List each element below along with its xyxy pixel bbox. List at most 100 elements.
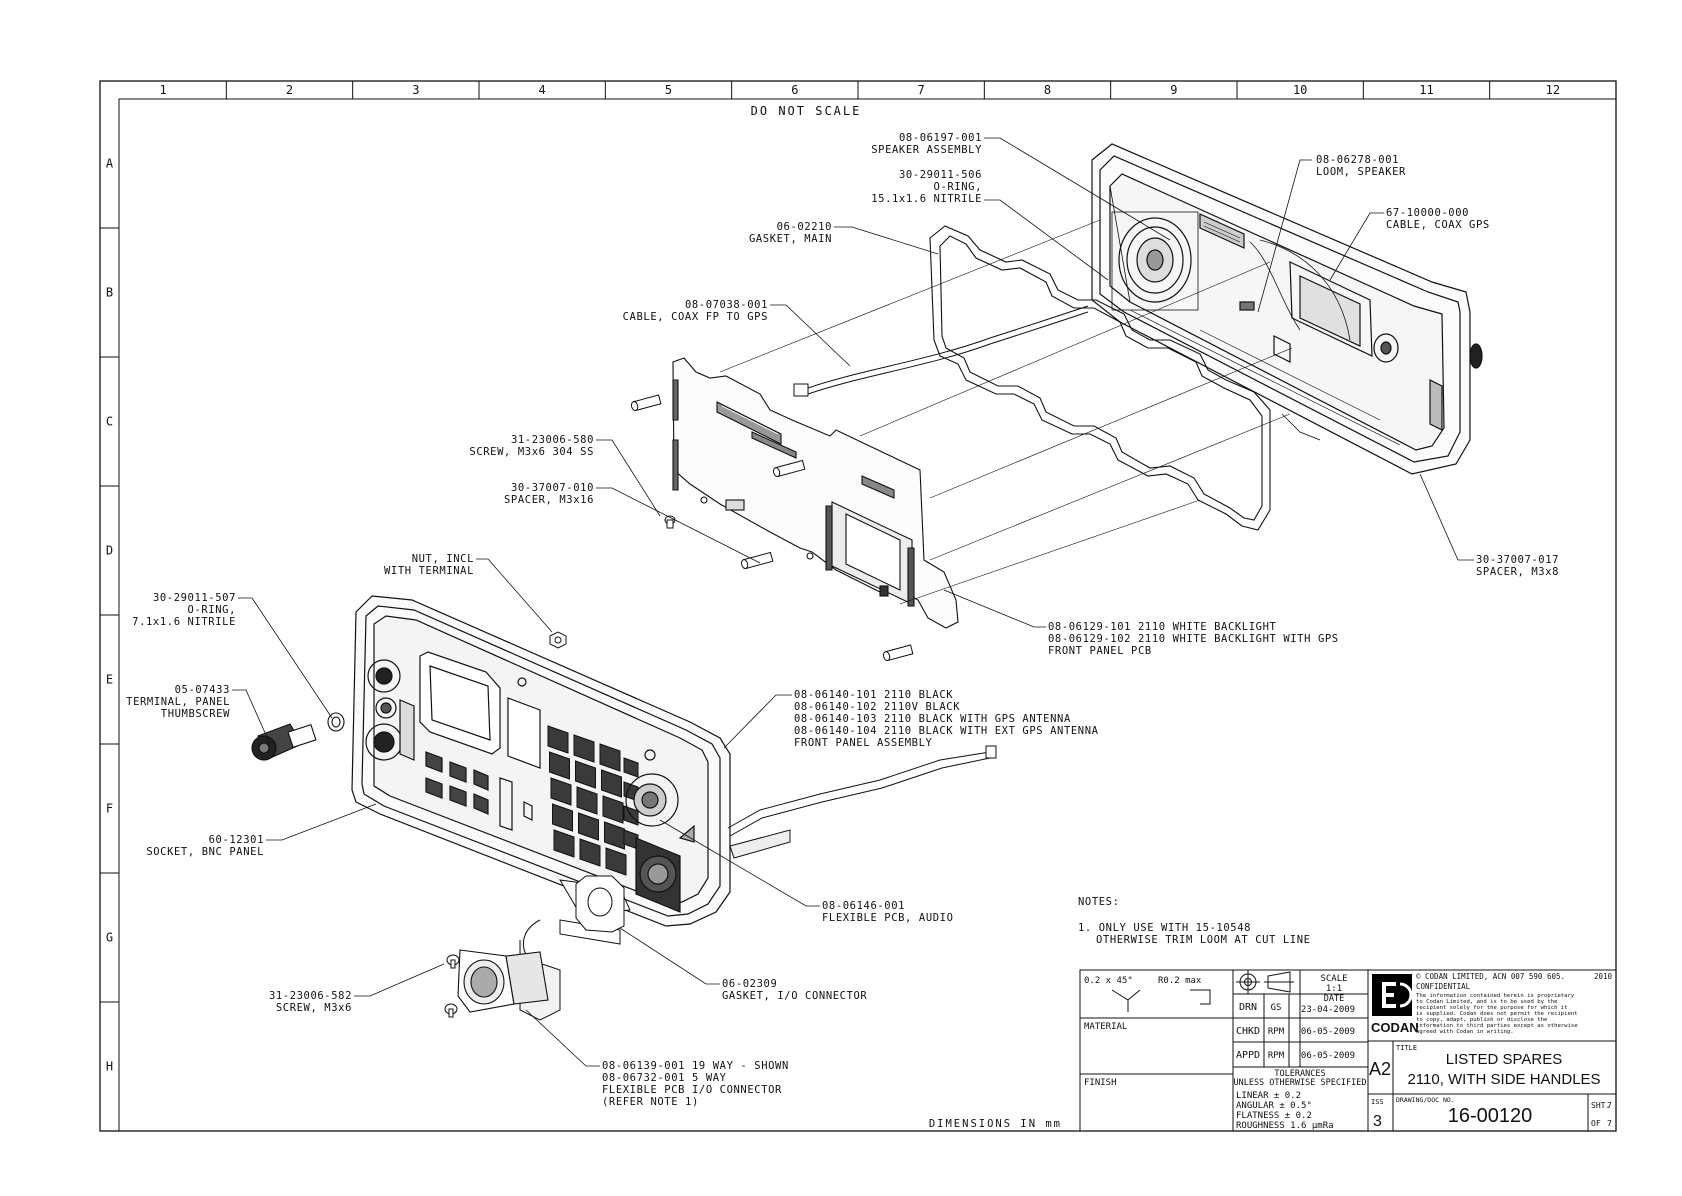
callout-gasket-main-part: 06-02210 [777, 221, 832, 233]
chkd-date: 06-05-2009 [1301, 1027, 1355, 1037]
do-not-scale-note: DO NOT SCALE [751, 104, 862, 118]
sheet-total: 7 [1607, 1119, 1612, 1128]
callout-cable-coax-gps-desc: CABLE, COAX GPS [1386, 219, 1490, 231]
keypad-key [552, 803, 573, 832]
front-panel-assembly-part [351, 595, 731, 927]
appd-by: RPM [1268, 1051, 1285, 1061]
callout-speaker-assembly-part: 08-06197-001 [899, 132, 982, 144]
confidential-line: recipient solely for the purpose for whi… [1416, 1005, 1568, 1011]
sheet-number: 7 [1607, 1101, 1612, 1110]
callout-spacer-m3x8-desc: SPACER, M3x8 [1476, 566, 1559, 578]
rear-housing-part [1091, 143, 1483, 475]
callout-front-panel-assembly-102: 08-06140-102 2110V BLACK [794, 701, 960, 713]
callout-cable-coax-fp-desc: CABLE, COAX FP TO GPS [623, 311, 768, 323]
callout-gasket-io-desc: GASKET, I/O CONNECTOR [722, 990, 867, 1002]
date-label: DATE [1324, 994, 1344, 1004]
zone-column-label: 5 [665, 83, 672, 97]
callout-cable-coax-gps-part: 67-10000-000 [1386, 207, 1469, 219]
zone-row-label: E [106, 673, 113, 687]
callout-labels: 08-06197-001 SPEAKER ASSEMBLY 30-29011-5… [126, 132, 1559, 1108]
confidential-heading: CONFIDENTIAL [1416, 982, 1471, 991]
callout-front-panel-assembly-desc: FRONT PANEL ASSEMBLY [794, 737, 933, 749]
keypad-key [573, 734, 595, 763]
standoffs [444, 394, 914, 1018]
zone-column-label: 7 [918, 83, 925, 97]
callout-screw-m3x6-desc: SCREW, M3x6 [276, 1002, 352, 1014]
confidential-line: information to third parties except as o… [1416, 1023, 1578, 1029]
callout-loom-speaker-desc: LOOM, SPEAKER [1316, 166, 1406, 178]
front-panel-pcb-part [672, 357, 959, 629]
doc-no-label: DRAWING/DOC NO. [1396, 1096, 1455, 1104]
material-label: MATERIAL [1084, 1022, 1127, 1032]
issue-number: 3 [1373, 1113, 1382, 1130]
keypad-key [605, 847, 627, 876]
callout-gasket-main-desc: GASKET, MAIN [749, 233, 832, 245]
keypad-key [578, 812, 599, 841]
callout-oring-506-size: 15.1x1.6 NITRILE [871, 193, 982, 205]
drawing-title-line1: LISTED SPARES [1446, 1051, 1562, 1068]
zone-row-label: G [106, 931, 113, 945]
finish-label: FINISH [1084, 1078, 1117, 1088]
callout-screw-m3x6-304-part: 31-23006-580 [511, 434, 594, 446]
copyright-year: 2010 [1594, 972, 1613, 981]
drawing-number: 16-00120 [1448, 1105, 1533, 1127]
zone-column-label: 3 [412, 83, 419, 97]
callout-terminal-thumbscrew-desc: TERMINAL, PANEL [126, 696, 230, 708]
zone-column-label: 4 [539, 83, 546, 97]
callout-front-panel-pcb-desc: FRONT PANEL PCB [1048, 645, 1152, 657]
confidential-line: to copy, adapt, publish or disclose the [1416, 1017, 1548, 1023]
keypad-key [549, 751, 570, 780]
callout-terminal-thumbscrew-part: 05-07433 [175, 684, 230, 696]
scale-value: 1:1 [1326, 984, 1342, 994]
keypad-key [579, 838, 601, 867]
drn-date: 23-04-2009 [1301, 1005, 1355, 1015]
appd-label: APPD [1236, 1050, 1260, 1061]
callout-gasket-io-part: 06-02309 [722, 978, 777, 990]
of-label: OF [1591, 1119, 1601, 1128]
drawing-title-line2: 2110, WITH SIDE HANDLES [1407, 1071, 1600, 1088]
tol-linear: LINEAR ± 0.2 [1236, 1091, 1301, 1101]
zone-column-label: 9 [1170, 83, 1177, 97]
callout-flexible-pcb-audio-part: 08-06146-001 [822, 900, 905, 912]
tolerances-sub: UNLESS OTHERWISE SPECIFIED [1233, 1078, 1366, 1088]
keypad-key [601, 769, 622, 798]
callout-io-connector-19way: 08-06139-001 19 WAY - SHOWN [602, 1060, 789, 1072]
keypad-key [576, 786, 598, 815]
copyright-line: © CODAN LIMITED, ACN 007 590 605. [1416, 972, 1565, 981]
io-connector-part [457, 949, 549, 1013]
callout-loom-speaker-part: 08-06278-001 [1316, 154, 1399, 166]
callout-front-panel-assembly-101: 08-06140-101 2110 BLACK [794, 689, 953, 701]
confidential-line: to Codan Limited, and is to be used by t… [1416, 999, 1558, 1005]
tol-roughness: ROUGHNESS 1.6 µmRa [1236, 1121, 1334, 1131]
callout-nut-incl: NUT, INCL [412, 553, 474, 565]
keypad-key [604, 821, 625, 850]
tol-angular: ANGULAR ± 0.5° [1236, 1101, 1312, 1111]
sheet-label: SHT. [1591, 1101, 1610, 1110]
keypad-key [547, 725, 569, 754]
zone-row-label: F [106, 802, 113, 816]
chamfer-symbol-icon [1111, 989, 1141, 1012]
sheet-size: A2 [1369, 1059, 1391, 1079]
zone-column-label: 12 [1546, 83, 1560, 97]
callout-nut-terminal: WITH TERMINAL [384, 565, 474, 577]
callout-front-panel-pcb-101: 08-06129-101 2110 WHITE BACKLIGHT [1048, 621, 1276, 633]
callout-cable-coax-fp-part: 08-07038-001 [685, 299, 768, 311]
notes-block: NOTES: 1. ONLY USE WITH 15-10548 OTHERWI… [1078, 896, 1311, 946]
drn-by: GS [1271, 1003, 1282, 1013]
coax-cable-fp-to-gps [793, 305, 1089, 397]
callout-io-connector-desc: FLEXIBLE PCB I/O CONNECTOR [602, 1084, 782, 1096]
issue-label: ISS [1371, 1098, 1384, 1106]
callout-front-panel-pcb-102: 08-06129-102 2110 WHITE BACKLIGHT WITH G… [1048, 633, 1339, 645]
note-1: 1. ONLY USE WITH 15-10548 [1078, 922, 1251, 934]
zone-row-label: B [106, 286, 113, 300]
zone-row-label: C [106, 415, 113, 429]
callout-spacer-m3x16-desc: SPACER, M3x16 [504, 494, 594, 506]
note-1-continued: OTHERWISE TRIM LOOM AT CUT LINE [1096, 934, 1311, 946]
drn-label: DRN [1239, 1002, 1257, 1013]
callout-io-connector-note: (REFER NOTE 1) [602, 1096, 699, 1108]
keypad-side-key [623, 757, 639, 778]
